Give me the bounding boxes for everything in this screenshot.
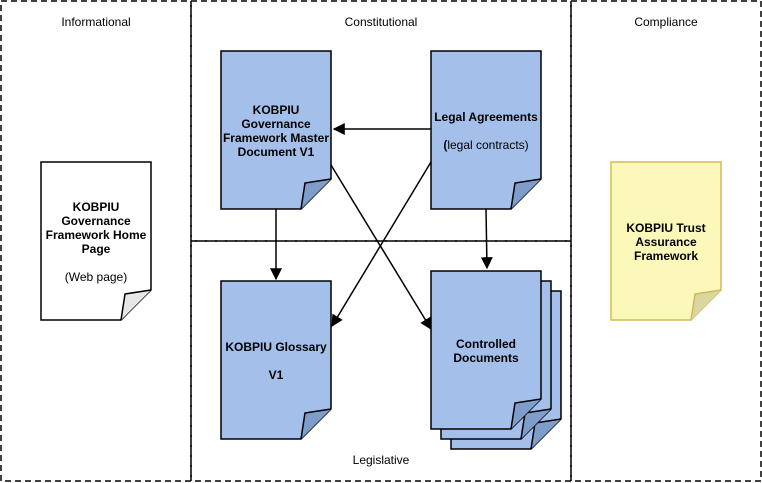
doc-trust-framework: KOBPIU Trust Assurance Framework bbox=[610, 161, 722, 321]
connectors bbox=[270, 123, 493, 331]
doc-master-document: KOBPIU Governance Framework Master Docum… bbox=[220, 50, 332, 210]
doc-master-line4: Document V1 bbox=[238, 145, 315, 159]
doc-home-page-line4: Page bbox=[82, 242, 111, 256]
zone-informational-label: Informational bbox=[61, 15, 130, 29]
zone-legislative: Legislative bbox=[190, 240, 572, 482]
doc-trust-line1: KOBPIU Trust bbox=[626, 221, 705, 235]
doc-home-page-line1: KOBPIU bbox=[73, 200, 120, 214]
doc-home-page-line2: Governance bbox=[61, 214, 131, 228]
doc-glossary-line1: KOBPIU Glossary bbox=[225, 340, 327, 354]
doc-glossary: KOBPIU Glossary V1 bbox=[220, 280, 332, 440]
arrow-master-to-controlled bbox=[330, 164, 432, 331]
zone-legislative-label: Legislative bbox=[353, 453, 410, 467]
doc-home-page-line3: Framework Home bbox=[46, 228, 147, 242]
doc-controlled-documents: Controlled Documents bbox=[430, 270, 562, 450]
doc-glossary-line2: V1 bbox=[269, 368, 284, 382]
doc-home-page: KOBPIU Governance Framework Home Page (W… bbox=[40, 161, 152, 321]
doc-legal-agreements: Legal Agreements (legal contracts) bbox=[430, 50, 542, 210]
doc-trust-line2: Assurance bbox=[635, 235, 697, 249]
arrow-legal-to-controlled bbox=[480, 208, 493, 270]
doc-legal-agreements-note: (legal contracts) bbox=[443, 138, 528, 152]
zone-constitutional-label: Constitutional bbox=[345, 15, 418, 29]
doc-master-line2: Governance bbox=[241, 117, 311, 131]
doc-home-page-note: (Web page) bbox=[65, 270, 127, 284]
doc-master-line1: KOBPIU bbox=[253, 103, 300, 117]
doc-legal-agreements-title: Legal Agreements bbox=[434, 110, 538, 124]
zone-compliance-label: Compliance bbox=[634, 15, 698, 29]
doc-controlled-line1: Controlled bbox=[456, 337, 516, 351]
doc-trust-line3: Framework bbox=[634, 249, 698, 263]
doc-master-line3: Framework Master bbox=[223, 131, 329, 145]
doc-controlled-line2: Documents bbox=[453, 351, 519, 365]
arrow-legal-to-glossary bbox=[331, 161, 432, 328]
